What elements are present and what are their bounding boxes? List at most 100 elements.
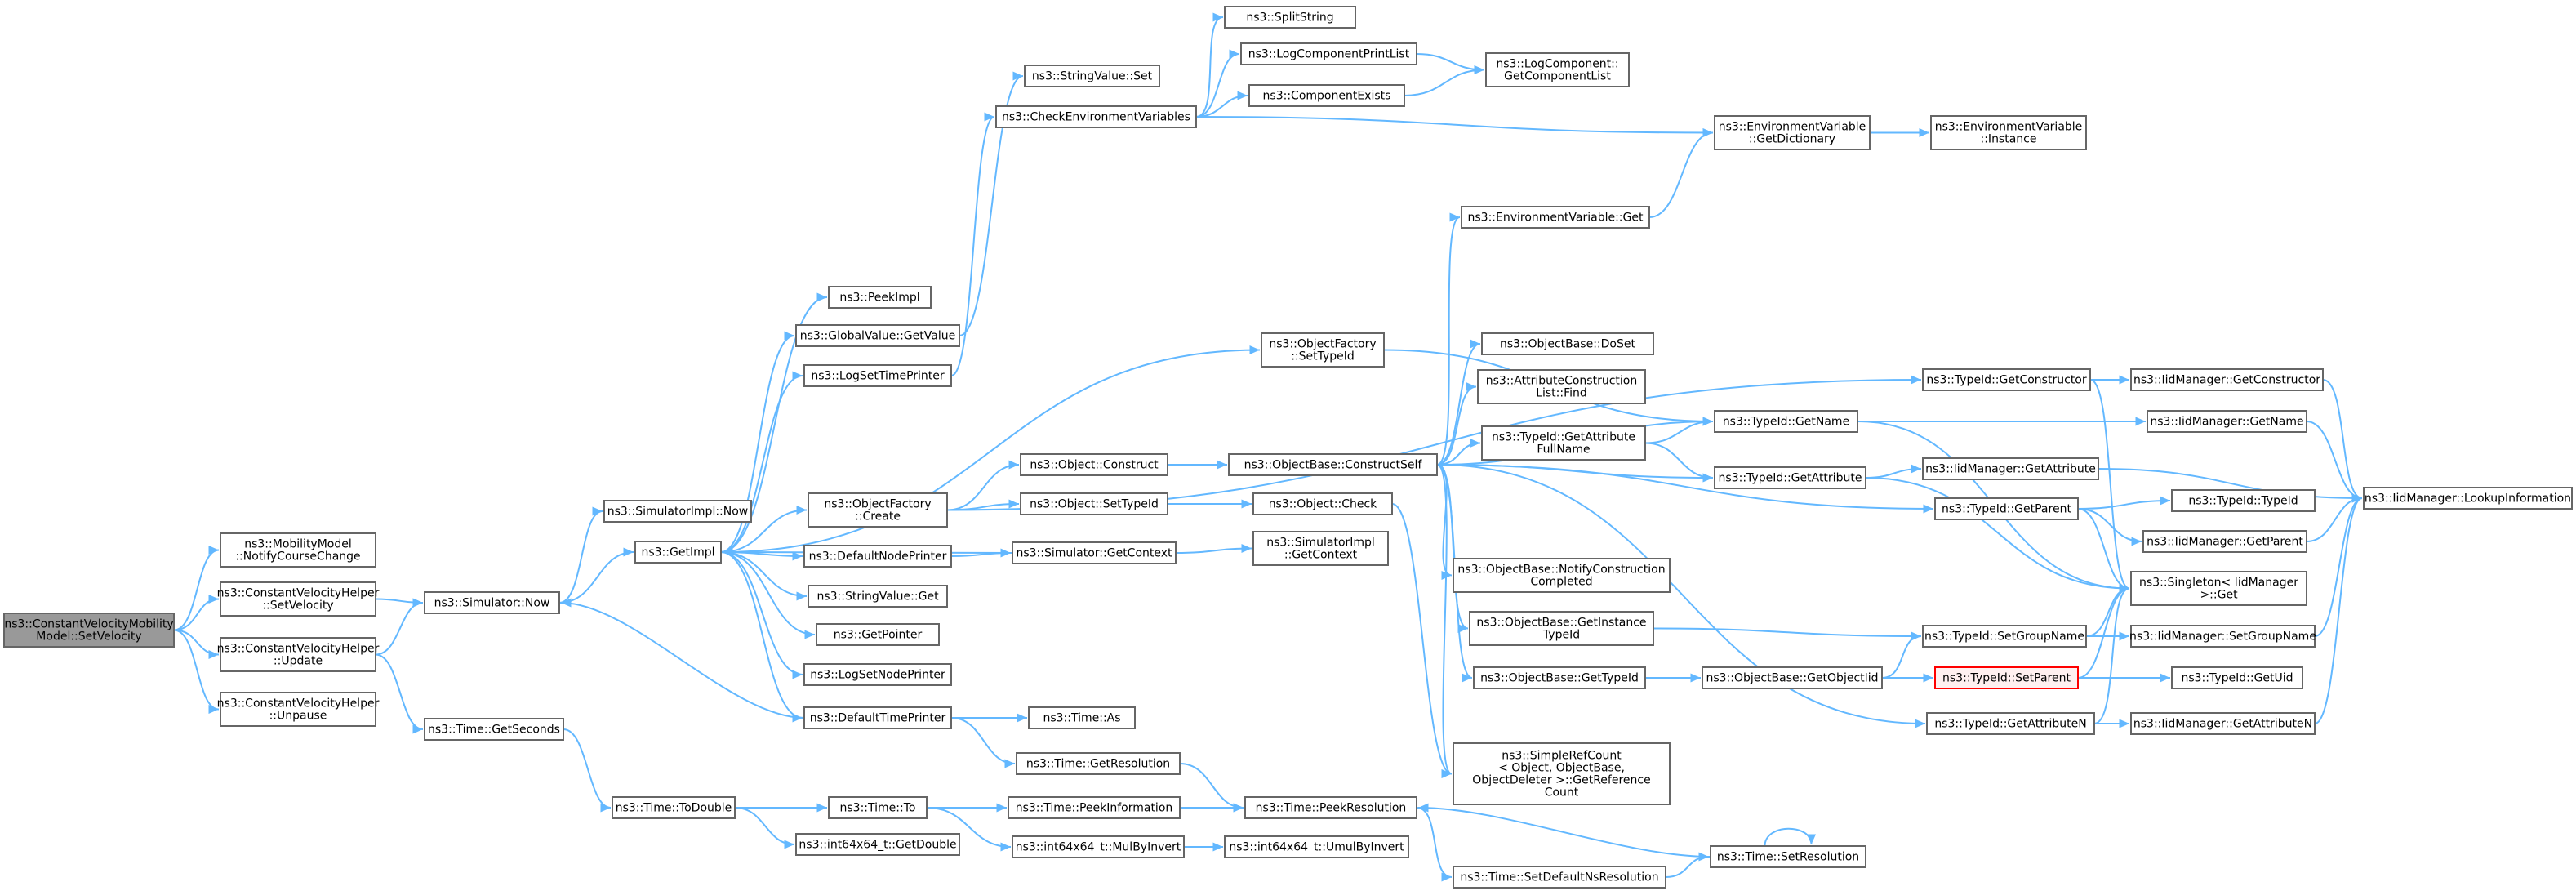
graph-node-setdefaultns[interactable]: ns3::Time::SetDefaultNsResolution	[1453, 866, 1666, 889]
graph-node-cvhset[interactable]: ns3::ConstantVelocityHelper::SetVelocity	[217, 581, 380, 617]
node-box	[1922, 625, 2087, 648]
graph-node-tidgetname[interactable]: ns3::TypeId::GetName	[1714, 410, 1858, 433]
graph-node-ofsettypeid[interactable]: ns3::ObjectFactory::SetTypeId	[1261, 332, 1385, 368]
node-label: ns3::TypeId::GetParent	[1942, 503, 2071, 516]
graph-node-getseconds[interactable]: ns3::Time::GetSeconds	[424, 718, 564, 741]
graph-node-notifyconstr[interactable]: ns3::ObjectBase::NotifyConstructionCompl…	[1453, 558, 1671, 593]
graph-node-simnow[interactable]: ns3::Simulator::Now	[424, 591, 560, 614]
graph-node-svset[interactable]: ns3::StringValue::Set	[1024, 65, 1160, 87]
edge-getimpl-to-deftimeprinter	[720, 551, 803, 723]
graph-node-simimplgetcontext[interactable]: ns3::SimulatorImpl::GetContext	[1252, 531, 1389, 566]
node-label: ns3::EnvironmentVariable	[1935, 121, 2083, 134]
graph-node-getdouble[interactable]: ns3::int64x64_t::GetDouble	[795, 833, 960, 856]
graph-node-objsettypeid[interactable]: ns3::Object::SetTypeId	[1020, 492, 1168, 515]
graph-node-singletonget[interactable]: ns3::Singleton< IidManager>::Get	[2130, 571, 2307, 606]
node-label: ns3::EnvironmentVariable	[1719, 121, 1866, 134]
graph-node-doset[interactable]: ns3::ObjectBase::DoSet	[1481, 332, 1654, 355]
graph-node-getpointer[interactable]: ns3::GetPointer	[816, 623, 940, 646]
graph-node-ofcreate[interactable]: ns3::ObjectFactory::Create	[808, 492, 948, 528]
graph-node-tidgetattr[interactable]: ns3::TypeId::GetAttribute	[1714, 466, 1866, 489]
edge-peekres-to-setdefaultns	[1416, 807, 1453, 882]
graph-node-getcomplist[interactable]: ns3::LogComponent::GetComponentList	[1485, 52, 1630, 87]
graph-node-constructself[interactable]: ns3::ObjectBase::ConstructSelf	[1228, 453, 1438, 476]
graph-node-simplerefcount[interactable]: ns3::SimpleRefCount< Object, ObjectBase,…	[1453, 742, 1671, 805]
graph-node-timeas[interactable]: ns3::Time::As	[1028, 706, 1136, 729]
edge-setdefaultns-to-setresolution	[1665, 852, 1710, 878]
graph-node-cvhunpause[interactable]: ns3::ConstantVelocityHelper::Unpause	[217, 692, 380, 727]
graph-node-iidgetparent[interactable]: ns3::IidManager::GetParent	[2142, 530, 2307, 553]
edge-checkenv-to-logcompprint	[1195, 49, 1240, 118]
node-label: ns3::Time::ToDouble	[616, 802, 732, 815]
graph-node-checkenv[interactable]: ns3::CheckEnvironmentVariables	[995, 105, 1197, 128]
node-box	[828, 286, 932, 309]
edge-constructself-to-simplerefcount	[1436, 464, 1453, 778]
graph-node-todouble[interactable]: ns3::Time::ToDouble	[612, 796, 736, 819]
graph-node-lookupinfo[interactable]: ns3::IidManager::LookupInformation	[2363, 487, 2573, 510]
graph-node-peekinfo[interactable]: ns3::Time::PeekInformation	[1008, 796, 1181, 819]
graph-node-compexists[interactable]: ns3::ComponentExists	[1248, 84, 1405, 107]
node-box	[1012, 835, 1185, 858]
graph-node-tidsetgroupname[interactable]: ns3::TypeId::SetGroupName	[1922, 625, 2087, 648]
node-box	[2130, 368, 2324, 391]
edge-iidgetattr-to-lookupinfo	[2098, 468, 2363, 503]
graph-node-envget[interactable]: ns3::EnvironmentVariable::Get	[1461, 206, 1650, 229]
graph-node-simgetcontext[interactable]: ns3::Simulator::GetContext	[1012, 541, 1177, 564]
graph-node-logcompprint[interactable]: ns3::LogComponentPrintList	[1240, 42, 1417, 65]
node-label: ns3::LogSetNodePrinter	[810, 669, 945, 682]
graph-node-getresolution[interactable]: ns3::Time::GetResolution	[1016, 752, 1181, 775]
graph-node-logsettime[interactable]: ns3::LogSetTimePrinter	[803, 364, 952, 387]
node-box	[1702, 666, 1883, 689]
edge-checkenv-to-envgetdict	[1195, 116, 1714, 138]
graph-node-deftimeprinter[interactable]: ns3::DefaultTimePrinter	[803, 706, 952, 729]
node-box	[1473, 666, 1646, 689]
graph-node-mulbyinvert[interactable]: ns3::int64x64_t::MulByInvert	[1012, 835, 1185, 858]
graph-node-getimpl[interactable]: ns3::GetImpl	[634, 541, 722, 564]
graph-node-svget[interactable]: ns3::StringValue::Get	[808, 585, 948, 608]
graph-node-iidgetattr[interactable]: ns3::IidManager::GetAttribute	[1922, 457, 2099, 480]
node-label: ns3::Object::SetTypeId	[1030, 498, 1159, 511]
edge-constructself-to-getinstancetypeid	[1436, 464, 1469, 634]
node-box	[1228, 453, 1438, 476]
graph-node-obgettypeid[interactable]: ns3::ObjectBase::GetTypeId	[1473, 666, 1646, 689]
graph-node-envgetdict[interactable]: ns3::EnvironmentVariable::GetDictionary	[1714, 115, 1871, 150]
node-label: ns3::Simulator::Now	[434, 597, 550, 610]
graph-node-simimplnow[interactable]: ns3::SimulatorImpl::Now	[603, 500, 752, 523]
graph-node-root[interactable]: ns3::ConstantVelocityMobilityModel::SetV…	[3, 613, 175, 648]
graph-node-iidgetname[interactable]: ns3::IidManager::GetName	[2147, 410, 2307, 433]
graph-node-iidgetattrn[interactable]: ns3::IidManager::GetAttributeN	[2130, 712, 2316, 735]
graph-node-peekimpl[interactable]: ns3::PeekImpl	[828, 286, 932, 309]
node-label: ns3::IidManager::LookupInformation	[2365, 492, 2571, 506]
node-label: ::SetTypeId	[1291, 350, 1355, 363]
graph-node-tidgetattrn[interactable]: ns3::TypeId::GetAttributeN	[1926, 712, 2095, 735]
node-label: ns3::TypeId::GetName	[1723, 416, 1849, 429]
graph-node-tidsetparent[interactable]: ns3::TypeId::SetParent	[1934, 666, 2079, 689]
graph-node-objcheck[interactable]: ns3::Object::Check	[1252, 492, 1393, 515]
node-box	[1012, 541, 1177, 564]
graph-node-umulbyinvert[interactable]: ns3::int64x64_t::UmulByInvert	[1224, 835, 1409, 858]
graph-node-splitstring[interactable]: ns3::SplitString	[1224, 6, 1356, 29]
graph-node-setresolution[interactable]: ns3::Time::SetResolution	[1710, 845, 1866, 868]
graph-node-gvgetvalue[interactable]: ns3::GlobalValue::GetValue	[795, 324, 960, 347]
graph-node-iidsetgroupname[interactable]: ns3::IidManager::SetGroupName	[2129, 625, 2316, 648]
graph-node-objconstruct[interactable]: ns3::Object::Construct	[1020, 453, 1168, 476]
graph-node-tidgetparent[interactable]: ns3::TypeId::GetParent	[1934, 497, 2079, 520]
node-box	[2130, 712, 2316, 735]
graph-node-cvhupdate[interactable]: ns3::ConstantVelocityHelper::Update	[217, 637, 380, 672]
graph-node-peekres[interactable]: ns3::Time::PeekResolution	[1244, 796, 1417, 819]
graph-node-envinstance[interactable]: ns3::EnvironmentVariable::Instance	[1930, 115, 2087, 150]
graph-node-tidgetconstructor[interactable]: ns3::TypeId::GetConstructor	[1922, 368, 2091, 391]
graph-node-timeto[interactable]: ns3::Time::To	[828, 796, 928, 819]
graph-node-lognodeprinter[interactable]: ns3::LogSetNodePrinter	[803, 663, 952, 686]
graph-node-notify[interactable]: ns3::MobilityModel::NotifyCourseChange	[220, 532, 376, 568]
graph-node-tidgetuid[interactable]: ns3::TypeId::GetUid	[2171, 666, 2303, 689]
graph-node-iidgetconstructor[interactable]: ns3::IidManager::GetConstructor	[2130, 368, 2324, 391]
node-label: ns3::TypeId::GetAttribute	[1492, 431, 1635, 444]
graph-node-tidtypeid[interactable]: ns3::TypeId::TypeId	[2171, 489, 2316, 512]
graph-node-obgetobjectiid[interactable]: ns3::ObjectBase::GetObjectIid	[1702, 666, 1883, 689]
graph-node-defnodeprinter[interactable]: ns3::DefaultNodePrinter	[803, 545, 952, 568]
node-label: ns3::Time::PeekResolution	[1256, 802, 1407, 815]
